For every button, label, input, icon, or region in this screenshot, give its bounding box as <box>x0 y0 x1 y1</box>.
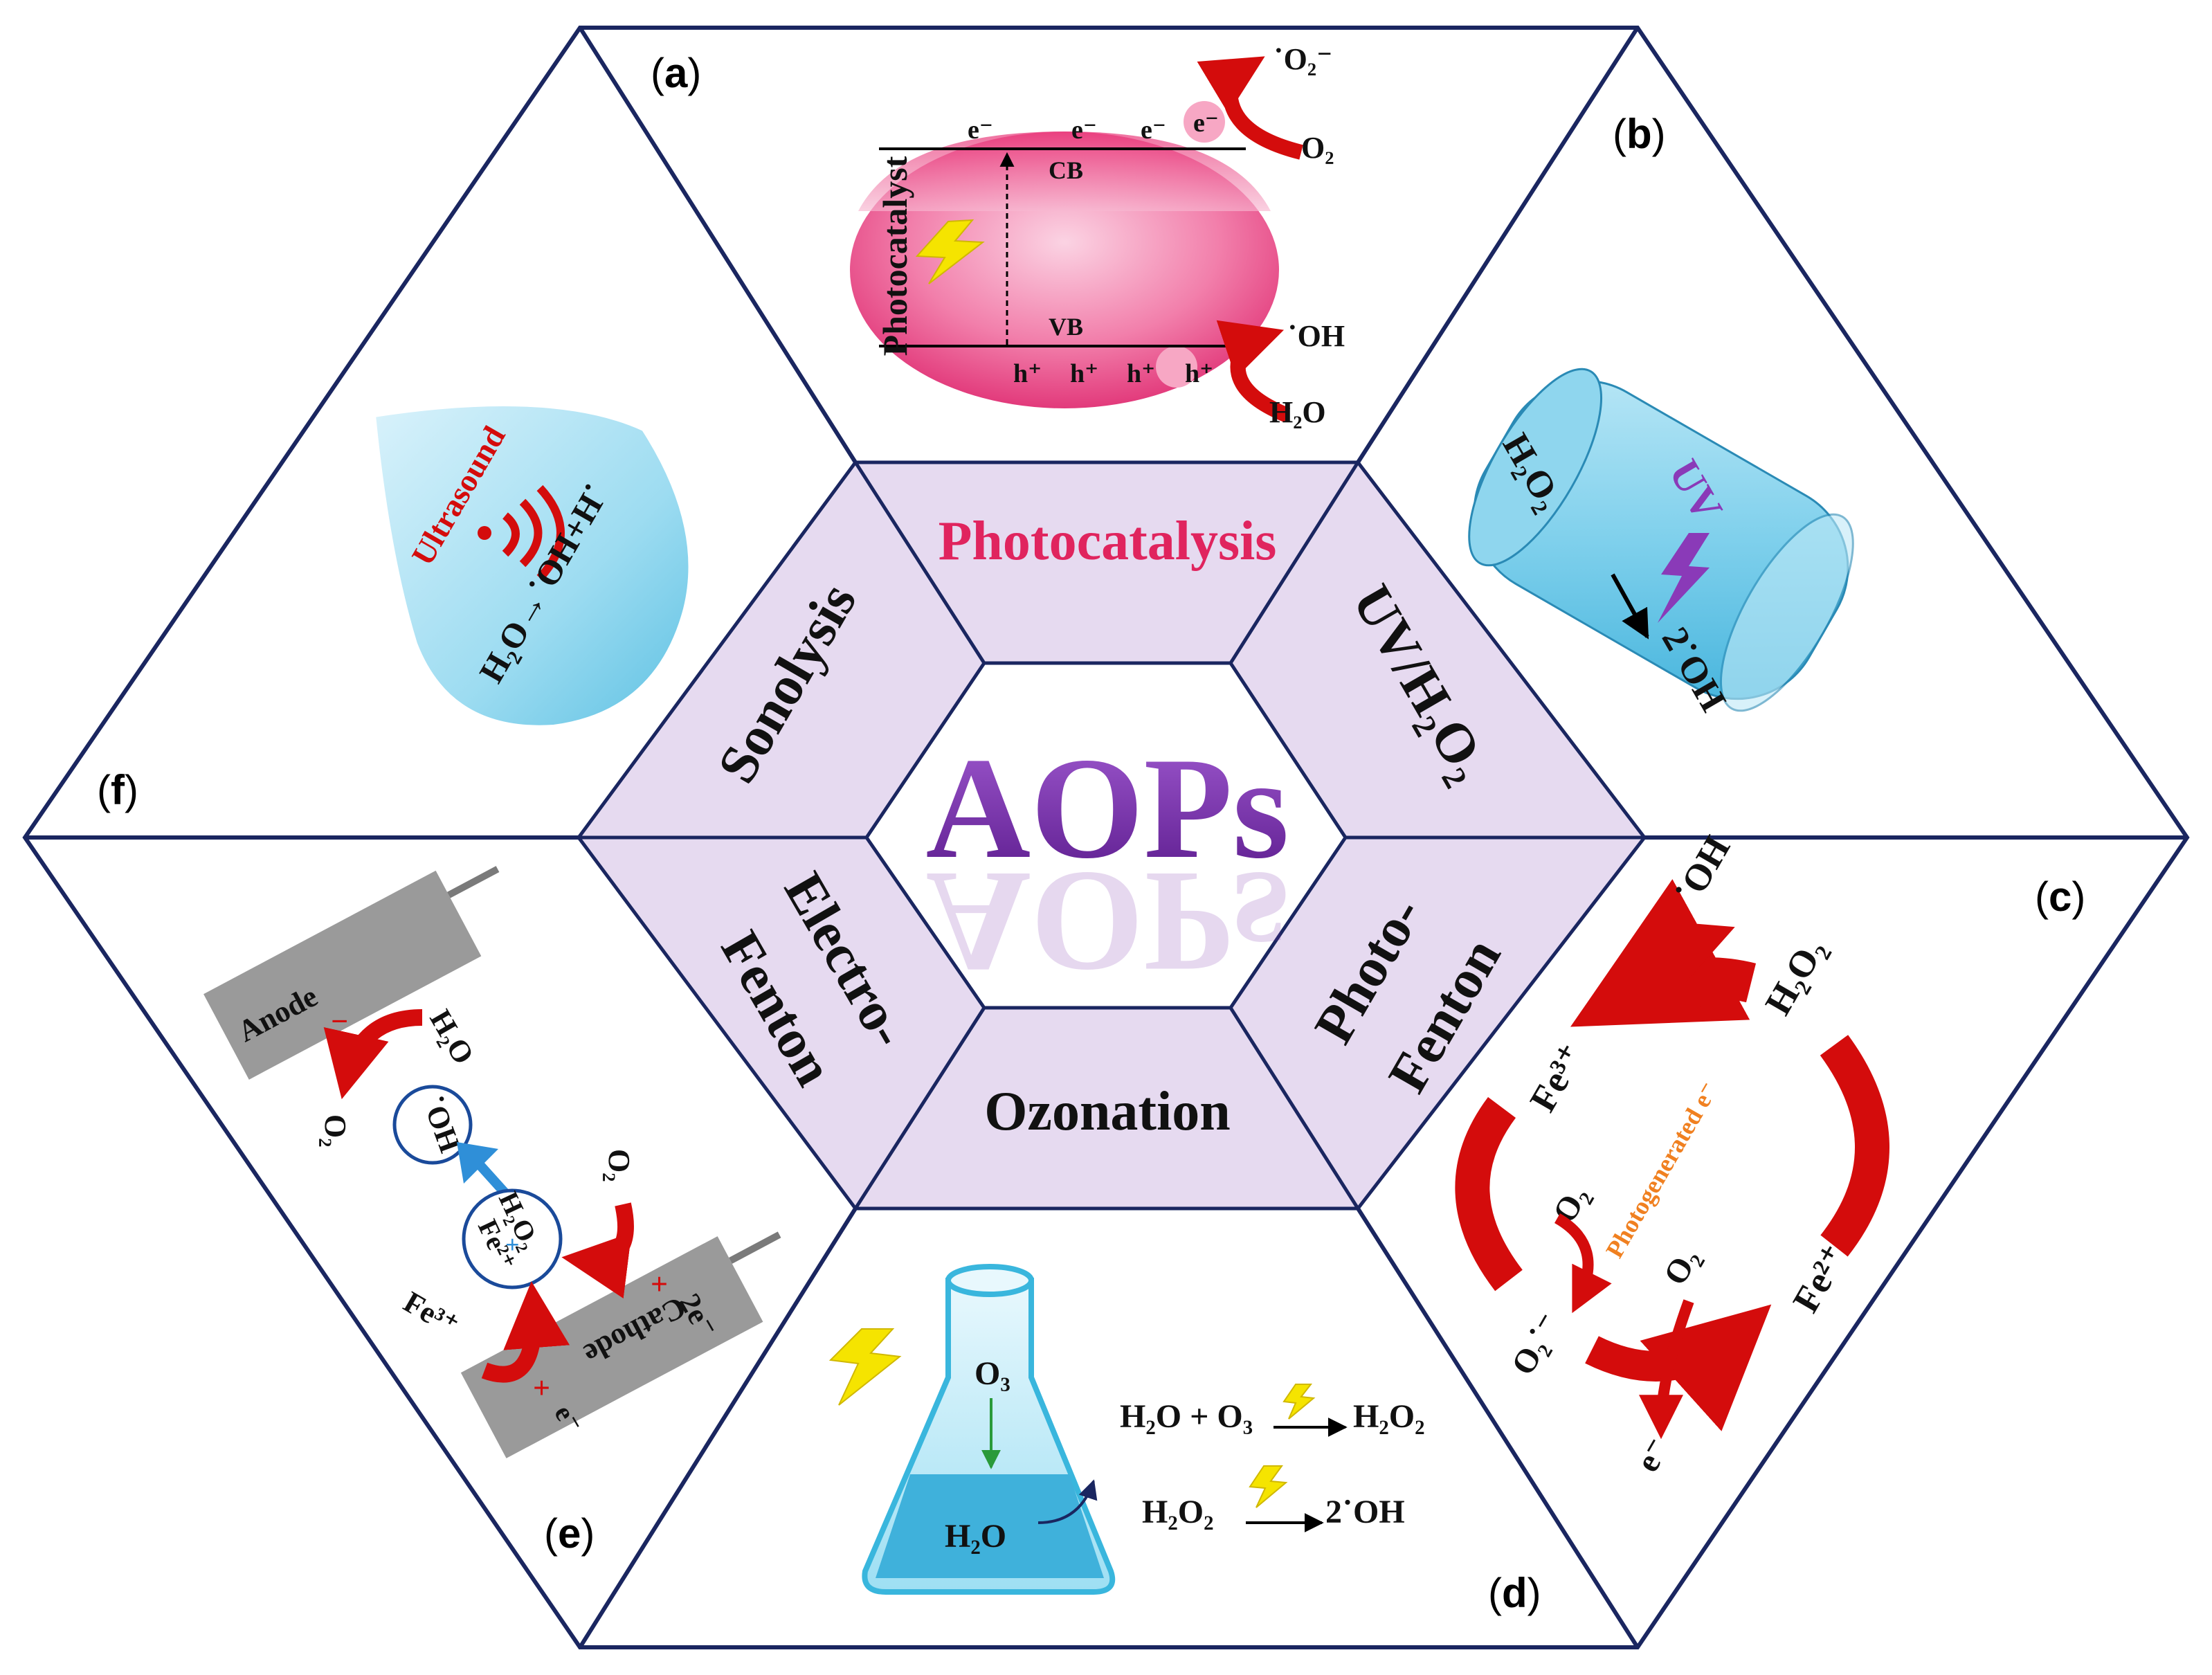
flask-water <box>876 1474 1104 1578</box>
label-photocatalysis: Photocatalysis <box>939 511 1277 572</box>
lightning-icon <box>915 219 985 284</box>
arrow-fe3-fe2 <box>481 1281 570 1383</box>
h2o2-c: H₂O₂ <box>1757 931 1833 1022</box>
superoxide: ˙O₂⁻ <box>1273 42 1332 76</box>
o2-a: O₂ <box>1301 131 1334 165</box>
svg-text:e⁻: e⁻ <box>968 116 993 145</box>
arrow-h2o2-fe3 <box>1570 879 1757 1027</box>
anode-electrode <box>203 870 482 1080</box>
eq2-right: 2˙OH <box>1325 1494 1405 1530</box>
panel-label-f: (f) <box>97 767 138 813</box>
center-hexagon <box>576 460 1647 1211</box>
arrow-o2-small <box>1554 1213 1612 1314</box>
svg-text:AOPs: AOPs <box>926 842 1289 1002</box>
aops-title-main: AOPs <box>926 728 1289 889</box>
arrow-left-arc <box>1455 1097 1523 1292</box>
svg-text:h⁺: h⁺ <box>1013 359 1042 388</box>
eq2-lightning-icon <box>1249 1465 1288 1508</box>
fe3-e: Fe³⁺ <box>398 1285 464 1343</box>
cathode-electrode <box>460 1236 763 1458</box>
ozone-lightning-icon <box>828 1328 902 1406</box>
outer-frame <box>22 26 2190 1649</box>
panel-label-d: (d) <box>1488 1570 1541 1616</box>
arrow-right-arc <box>1820 1035 1889 1257</box>
oh-circle <box>392 1085 473 1165</box>
panel-label-b: (b) <box>1613 111 1666 157</box>
svg-text:h⁺: h⁺ <box>1070 359 1098 388</box>
panel-label-c: (c) <box>2035 873 2085 920</box>
eq2-left: H₂O₂ <box>1142 1494 1213 1530</box>
svg-text:e⁻: e⁻ <box>1193 109 1219 138</box>
hydroxyl-a: ˙OH <box>1287 319 1345 353</box>
eq1-left: H₂O + O₃ <box>1120 1398 1253 1435</box>
panel-label-e: (e) <box>544 1510 595 1557</box>
panel-label-a: (a) <box>651 50 701 96</box>
arrow-h2o-oh <box>1216 320 1291 423</box>
arrow-o2-h2o2 <box>561 1202 634 1298</box>
hydroxyl-c: ˙OH <box>1667 829 1738 911</box>
o2-e-left: O₂ <box>318 1114 352 1147</box>
o2-c-right: O₂ <box>1657 1242 1707 1291</box>
panel-labels: (a) (b) (c) (d) (e) (f) <box>97 50 2085 1616</box>
vb-label: VB <box>1049 313 1083 341</box>
panel-b-uv-h2o2: H₂O₂ UV 2˙OH <box>1468 368 1854 718</box>
blue-arrow <box>457 1142 516 1204</box>
photocatalyst-label: Photocatalyst <box>876 156 914 356</box>
electron-c: e⁻ <box>1629 1432 1677 1478</box>
svg-text:e⁻: e⁻ <box>1071 116 1097 145</box>
water-a: H₂O <box>1269 395 1326 429</box>
o2-e-right: O₂ <box>602 1149 636 1181</box>
photogenerated-label: Photogenerated e⁻ <box>1600 1077 1723 1262</box>
plus-blue: + <box>505 1231 520 1258</box>
h2o-d: H₂O <box>945 1518 1006 1555</box>
aops-reflection: AOPs <box>926 842 1289 1002</box>
arrow-electron <box>1639 1299 1694 1440</box>
panel-e-electro-fenton: Anode Cathode e⁻ − H₂O O₂ ˙OH H₂O₂ + Fe²… <box>203 866 781 1458</box>
svg-text:h⁺: h⁺ <box>1185 359 1213 388</box>
superoxide-c: O₂˙⁻ <box>1505 1307 1568 1381</box>
cb-label: CB <box>1049 156 1083 184</box>
pointer-arrow <box>1037 1479 1098 1524</box>
label-ozonation: Ozonation <box>984 1081 1231 1142</box>
cathode-plus-1: + <box>651 1267 668 1301</box>
panel-d-ozonation: O₃ H₂O H₂O + O₃ H₂O₂ H₂O₂ 2˙OH <box>828 1264 1424 1595</box>
panel-a-photocatalyst: CB VB e⁻ e⁻ e⁻ e⁻ h⁺ h⁺ h⁺ h⁺ Photocatal… <box>850 42 1345 429</box>
fe3-c: Fe³⁺ <box>1521 1037 1593 1119</box>
cathode-plus-2: + <box>533 1371 550 1405</box>
svg-text:h⁺: h⁺ <box>1127 359 1155 388</box>
holes: h⁺ h⁺ h⁺ h⁺ <box>1013 359 1213 388</box>
o3-d: O₃ <box>974 1355 1010 1392</box>
h2o-e: H₂O <box>423 1004 480 1070</box>
arrow-h2o-o2 <box>323 1009 423 1100</box>
aops-title: AOPs <box>926 728 1289 889</box>
arrow-oh-release <box>1660 921 1735 1010</box>
arrow-o2-superoxide <box>1197 56 1303 160</box>
eq1-lightning-icon <box>1282 1384 1316 1420</box>
water-drop <box>371 402 693 730</box>
eq1-right: H₂O₂ <box>1353 1398 1424 1435</box>
arrow-b <box>1611 573 1649 640</box>
uv-lightning-icon <box>1658 533 1710 623</box>
panel-f-sonolysis: Ultrasound H₂O→˙OH+H˙ <box>371 402 693 730</box>
ultrasound-icon <box>478 485 565 581</box>
svg-text:e⁻: e⁻ <box>1141 116 1166 145</box>
anode-minus: − <box>331 1004 348 1038</box>
